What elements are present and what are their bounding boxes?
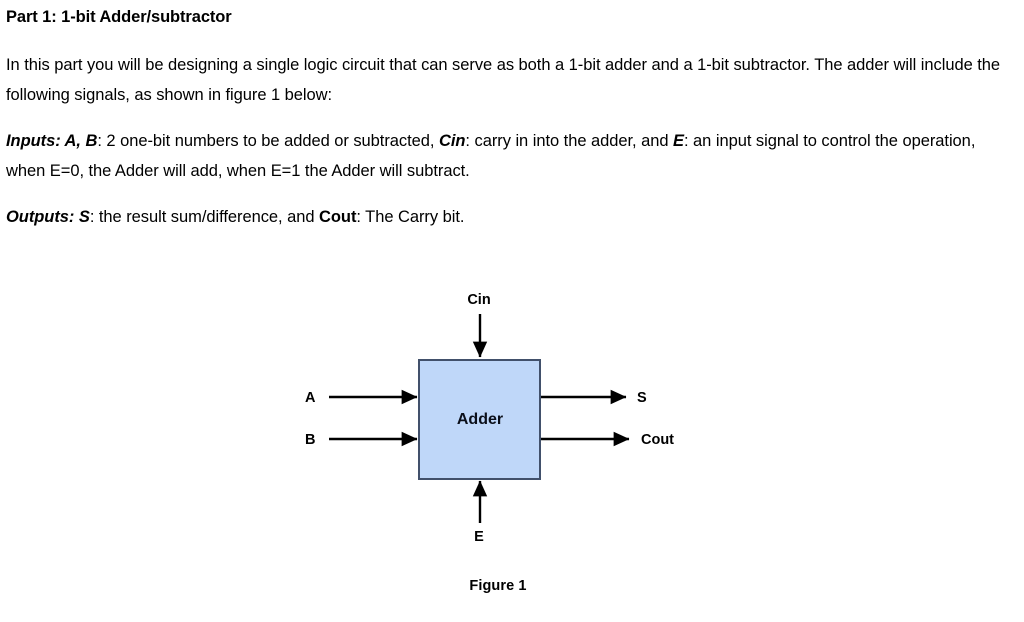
- cin-label: Cin: [438, 132, 466, 150]
- port-label-cout: Cout: [641, 432, 674, 448]
- paragraph-outputs: Outputs: S: the result sum/difference, a…: [6, 202, 1014, 232]
- port-label-b: B: [305, 432, 315, 448]
- outputs-label: Outputs: S: [6, 208, 90, 226]
- inputs-part2: : carry in into the adder, and: [465, 132, 673, 150]
- port-label-s: S: [637, 390, 647, 406]
- paragraph-intro: In this part you will be designing a sin…: [6, 50, 1014, 110]
- cout-label: Cout: [319, 208, 357, 226]
- port-label-e: E: [474, 529, 484, 545]
- adder-block-diagram-svg: Cin A B Adder S Cout: [305, 292, 674, 545]
- outputs-part1: : the result sum/difference, and: [89, 208, 320, 226]
- port-label-cin: Cin: [467, 292, 490, 308]
- document-text-block: Part 1: 1-bit Adder/subtractor In this p…: [6, 6, 1014, 247]
- adder-block-label: Adder: [457, 411, 503, 428]
- inputs-label: Inputs: A, B: [6, 132, 98, 150]
- adder-block: [418, 359, 541, 480]
- paragraph-inputs: Inputs: A, B: 2 one-bit numbers to be ad…: [6, 126, 1014, 186]
- e-label: E: [673, 132, 684, 150]
- inputs-part3: : an input signal to control the operati…: [6, 132, 976, 180]
- figure-caption: Figure 1: [469, 578, 527, 594]
- inputs-part1: : 2 one-bit numbers to be added or subtr…: [97, 132, 439, 150]
- page-title: Part 1: 1-bit Adder/subtractor: [6, 8, 232, 26]
- intro-text: In this part you will be designing a sin…: [6, 56, 1001, 104]
- outputs-part2: : The Carry bit.: [356, 208, 465, 226]
- figure-adder-block-diagram: Cin A B Adder S Cout: [0, 278, 1024, 608]
- port-label-a: A: [305, 390, 316, 406]
